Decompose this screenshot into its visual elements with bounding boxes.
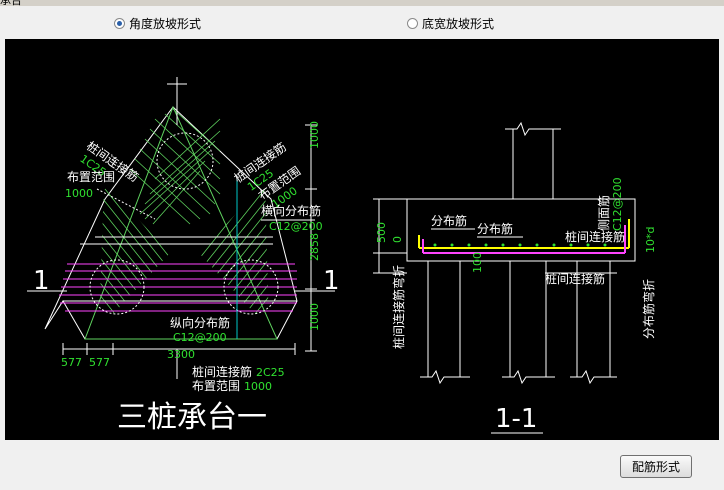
window-title: 承台 xyxy=(0,0,22,7)
drawing-canvas: 1 1 1000 2858 1000 3300 577 577 桩间连接筋 1C… xyxy=(5,39,719,440)
rebar-dots xyxy=(433,243,607,247)
bottom-range-label: 布置范围 xyxy=(192,379,240,393)
footer-bar: 配筋形式 xyxy=(0,440,724,490)
side-rebar-label: 侧面筋 xyxy=(596,195,611,231)
dist-label-2: 分布筋 xyxy=(477,221,513,236)
pile-link-top-label: 桩间连接筋 xyxy=(565,229,625,244)
pile-link-bottom-label: 桩间连接筋 xyxy=(545,271,605,286)
dim-577a-text: 577 xyxy=(61,356,82,369)
dist-label-1: 分布筋 xyxy=(431,213,467,228)
bottom-rebar-label: 桩间连接筋 xyxy=(192,364,252,379)
cap-inner-outline xyxy=(84,105,278,340)
column-break-line xyxy=(505,121,561,137)
magenta-rebar-band xyxy=(59,263,297,312)
dim-500-text: 500 xyxy=(375,222,388,243)
plan-title: 三桩承台一 xyxy=(117,400,267,435)
left-range-value: 1000 xyxy=(65,187,93,200)
bottom-rebar-spec: 2C25 xyxy=(256,366,285,379)
radio-width-slope-label: 底宽放坡形式 xyxy=(422,17,495,31)
dist-bend-label: 分布筋弯折 xyxy=(641,279,656,339)
radio-angle-slope-label: 角度放坡形式 xyxy=(129,17,202,31)
cap-drawing: 1 1 1000 2858 1000 3300 577 577 桩间连接筋 1C… xyxy=(27,77,657,435)
title-bar: 承台 xyxy=(0,0,724,7)
dim-top-text: 1000 xyxy=(308,121,321,149)
dim-577b-text: 577 xyxy=(89,356,110,369)
radio-angle-slope[interactable]: 角度放坡形式 xyxy=(114,15,201,32)
pile-top xyxy=(156,132,214,190)
dim-100-text: 100 xyxy=(471,252,484,273)
section-mark-left: 1 xyxy=(33,266,50,296)
pile-left xyxy=(89,259,145,315)
hatch-top xyxy=(129,108,221,225)
bottom-range-value: 1000 xyxy=(244,380,272,393)
cap-outline xyxy=(44,106,298,340)
left-range-label: 布置范围 xyxy=(67,170,115,184)
vert-dist-label: 纵向分布筋 xyxy=(170,315,230,330)
dim-bottom-text: 1000 xyxy=(308,303,321,331)
side-rebar-spec: C12@200 xyxy=(611,177,624,231)
horiz-dist-label: 横向分布筋 xyxy=(261,203,321,218)
section-mark-right: 1 xyxy=(323,266,340,296)
radio-unselected-icon[interactable] xyxy=(407,18,418,29)
plan-view: 1 1 1000 2858 1000 3300 577 577 桩间连接筋 1C… xyxy=(27,77,340,435)
cap-section-outline xyxy=(406,198,636,262)
section-title: 1-1 xyxy=(495,404,537,434)
dist-bend-value: 10*d xyxy=(644,227,657,253)
left-leader xyxy=(96,188,156,220)
pile-link-bend-label: 桩间连接筋弯折 xyxy=(391,265,406,349)
radio-width-slope[interactable]: 底宽放坡形式 xyxy=(407,15,494,32)
dim-width-text: 3300 xyxy=(167,348,195,361)
section-view: 500 0 100 分布筋 分布筋 桩间连接筋 桩间连接筋 侧面筋 C12@20… xyxy=(373,121,657,434)
horiz-dist-spec: C12@200 xyxy=(269,220,323,233)
vert-dist-spec: C12@200 xyxy=(173,331,227,344)
pile-right xyxy=(223,259,279,315)
slope-mode-toolbar: 角度放坡形式 底宽放坡形式 xyxy=(0,6,724,38)
dim-0-text: 0 xyxy=(391,236,404,243)
rebar-form-button[interactable]: 配筋形式 xyxy=(620,455,692,478)
dim-right-text: 2858 xyxy=(308,233,321,261)
radio-selected-icon[interactable] xyxy=(114,18,125,29)
